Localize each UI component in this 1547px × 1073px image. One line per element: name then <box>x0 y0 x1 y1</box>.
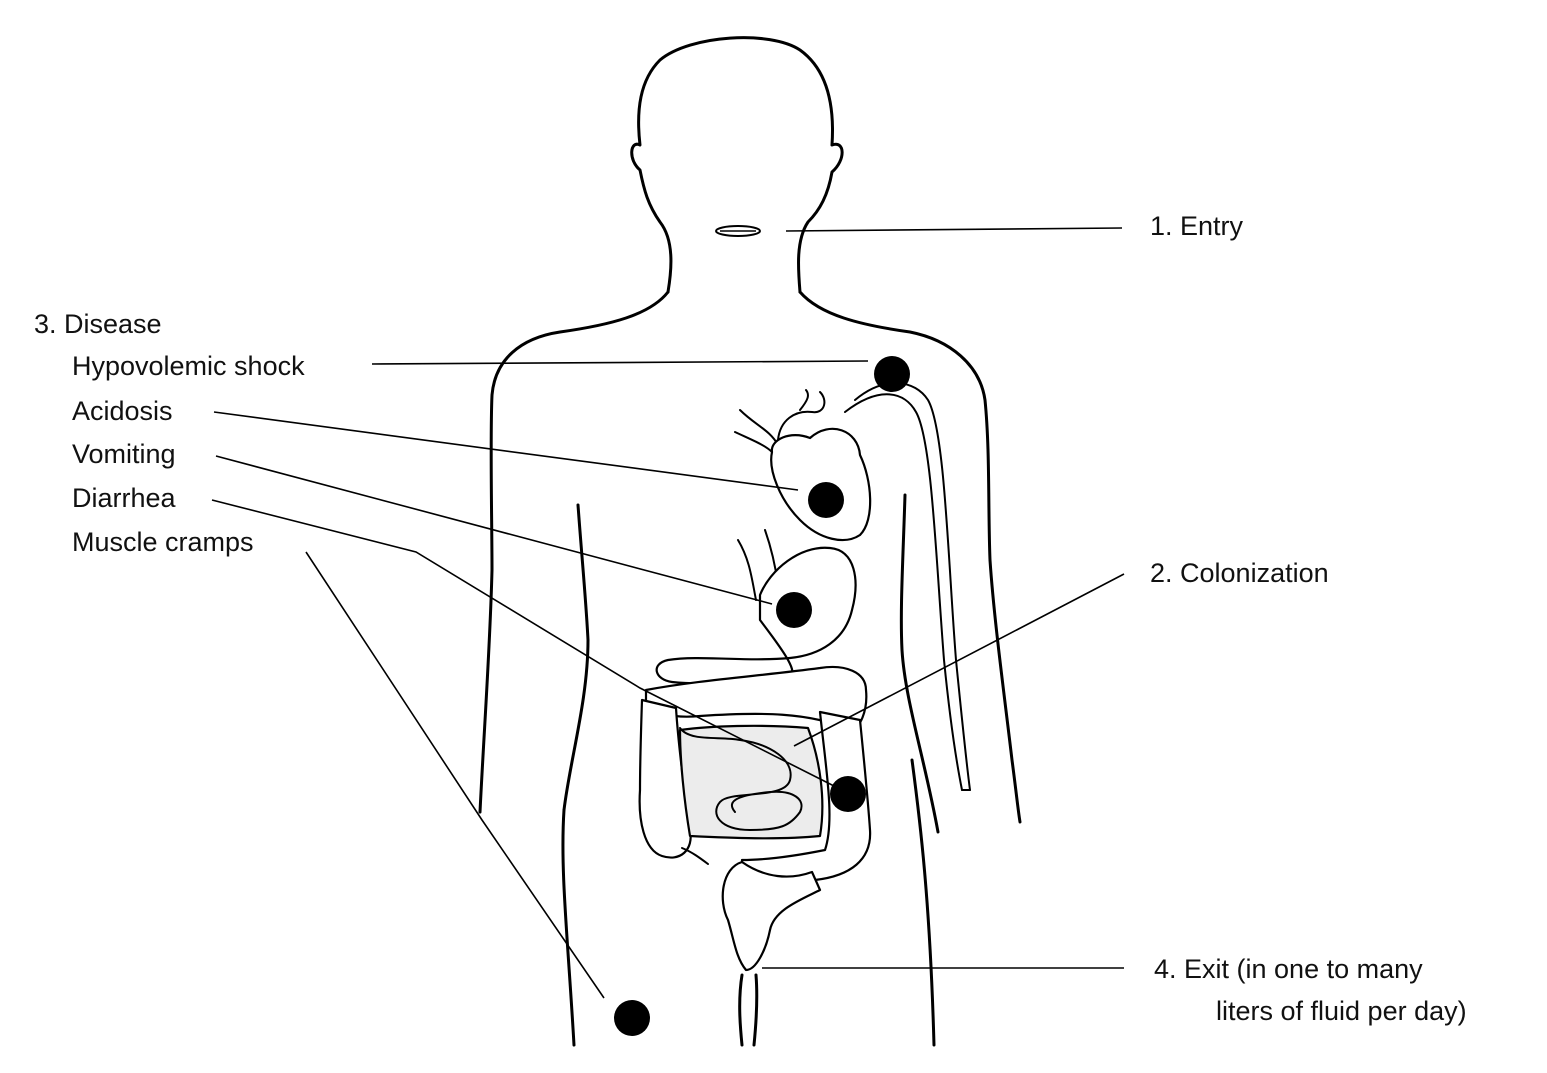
diarrhea-label: Diarrhea <box>72 483 176 513</box>
acidosis-marker <box>808 482 844 518</box>
leader-lines <box>211 227 1125 999</box>
stomach-organ <box>655 529 857 685</box>
vomiting-marker <box>776 592 812 628</box>
left-torso <box>562 503 590 812</box>
diarrhea-marker <box>830 776 866 812</box>
appendix <box>681 847 709 865</box>
aortic-vessels <box>734 389 826 453</box>
small-intestine <box>678 724 824 865</box>
vomiting-label: Vomiting <box>72 439 176 469</box>
arm-vessel-inner <box>844 393 963 791</box>
acidosis-leader <box>213 411 799 491</box>
head-outline <box>630 36 844 294</box>
muscle-cramps-label: Muscle cramps <box>72 527 254 557</box>
markers <box>614 356 910 1036</box>
stomach-shape <box>655 546 857 685</box>
body-outline <box>478 36 1022 1047</box>
left-shoulder-arm <box>478 290 670 814</box>
transverse-colon <box>644 665 868 732</box>
left-leg <box>561 808 576 1047</box>
sigmoid-rectum <box>721 860 822 972</box>
right-leg <box>910 758 936 1047</box>
right-torso <box>899 493 940 834</box>
hypovolemic-shock-label: Hypovolemic shock <box>72 351 305 381</box>
vomiting-leader <box>215 455 773 605</box>
colonization-leader <box>793 573 1125 747</box>
entry-leader <box>785 227 1123 232</box>
acidosis-label: Acidosis <box>72 396 173 426</box>
mouth-icon <box>715 225 761 237</box>
exit-label-line1: 4. Exit (in one to many <box>1154 954 1423 984</box>
disease-heading: 3. Disease <box>34 309 162 339</box>
diarrhea-leader <box>211 499 835 787</box>
muscle-cramps-leader <box>305 551 605 999</box>
inner-leg-right <box>752 973 759 1047</box>
exit-label-line2: liters of fluid per day) <box>1216 996 1467 1026</box>
colonization-label: 2. Colonization <box>1150 558 1329 588</box>
large-intestine <box>638 665 872 972</box>
muscle-cramps-marker <box>614 1000 650 1036</box>
arm-vessel <box>854 382 971 791</box>
hypovolemic-shock-leader <box>371 360 869 365</box>
shock-marker <box>874 356 910 392</box>
inner-leg-left <box>738 973 744 1047</box>
heart-organ <box>734 389 872 542</box>
entry-label: 1. Entry <box>1150 211 1244 241</box>
right-shoulder-arm <box>798 290 1022 824</box>
